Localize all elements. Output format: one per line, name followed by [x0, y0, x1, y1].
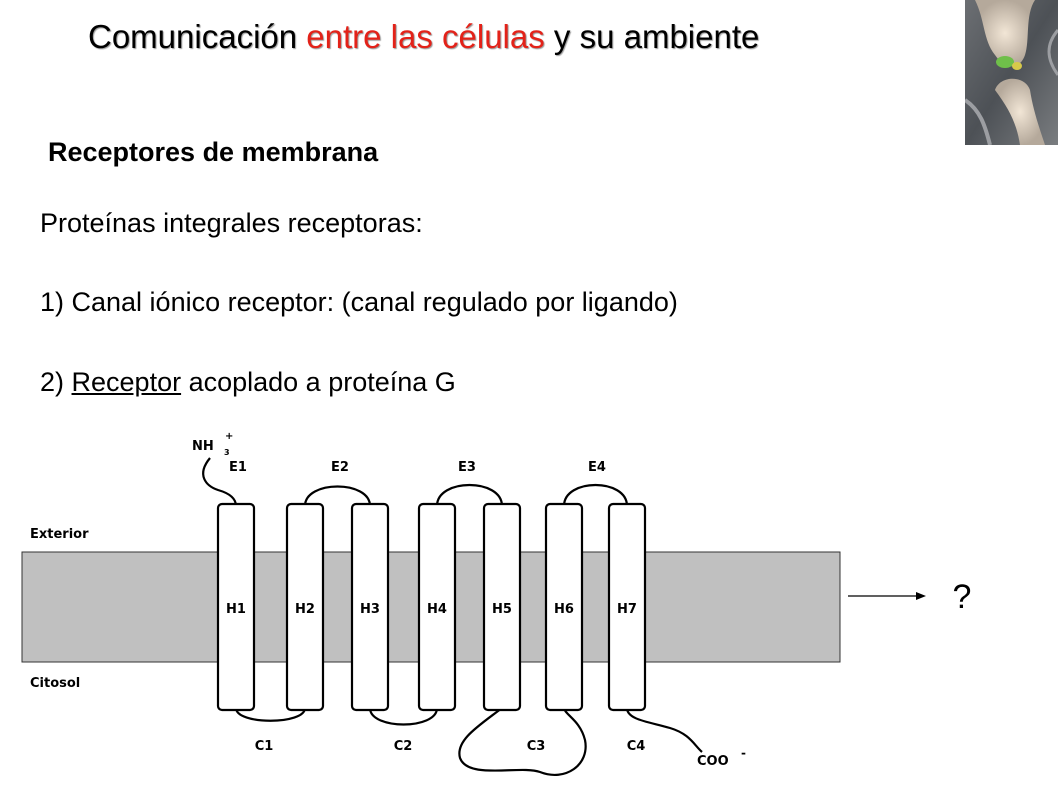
helix-h2	[285, 502, 325, 712]
n-terminal-tail	[202, 457, 238, 507]
loop-c3	[458, 707, 587, 777]
loop-c2	[368, 707, 439, 726]
helix-label: H7	[617, 602, 637, 617]
loop-e2	[303, 485, 372, 507]
n-terminus-subscript: 3	[224, 448, 230, 457]
helix-h6	[544, 502, 584, 712]
section-subtitle: Receptores de membrana	[48, 137, 379, 167]
unknown-effect-label: ?	[953, 578, 972, 616]
n-terminus-superscript: +	[225, 431, 233, 442]
item2-suffix: acoplado a proteína G	[181, 367, 456, 397]
n-terminus-text: NH	[192, 439, 214, 454]
n-terminus-label: NH 3 +	[192, 431, 233, 457]
citosol-label: Citosol	[30, 676, 80, 691]
c-terminus-superscript: -	[741, 746, 746, 760]
neuron-synapse-image	[965, 0, 1058, 145]
helix-h3	[350, 502, 390, 712]
item2-underlined-word: Receptor	[71, 367, 182, 397]
loop-label-c4: C4	[627, 739, 646, 754]
loop-e3	[435, 484, 504, 507]
helix-label: H4	[427, 602, 447, 617]
loop-label-e4: E4	[588, 460, 606, 475]
title-part-3: y su ambiente	[544, 18, 760, 55]
item2-prefix: 2)	[40, 367, 72, 397]
loop-label-c3: C3	[527, 739, 546, 754]
helix-label: H6	[554, 602, 574, 617]
item-g-protein-receptor: 2) Receptor acoplado a proteína G	[40, 367, 456, 398]
c-terminal-tail	[625, 707, 703, 753]
helix-label: H1	[226, 602, 246, 617]
loop-e4	[562, 484, 629, 507]
helix-label: H5	[492, 602, 512, 617]
helix-h5	[482, 502, 522, 712]
protein-chain	[202, 457, 703, 777]
c-terminus-label: COO -	[697, 746, 746, 769]
c-terminus-text: COO	[697, 754, 729, 769]
arrow-head	[916, 592, 926, 600]
loop-c1	[234, 707, 307, 722]
helix-label: H3	[360, 602, 380, 617]
signal-arrow	[848, 592, 926, 600]
exterior-label: Exterior	[30, 527, 89, 542]
loop-label-e3: E3	[458, 460, 476, 475]
intro-text: Proteínas integrales receptoras:	[40, 208, 423, 238]
slide-title: Comunicación entre las células y su ambi…	[88, 18, 759, 56]
gpcr-diagram: Exterior Citosol H1 H2 H3 H4 H5 H6 H7 E1…	[21, 431, 972, 777]
title-part-2-highlight: entre las células	[306, 18, 545, 55]
loop-label-c1: C1	[255, 739, 274, 754]
item-ion-channel: 1) Canal iónico receptor: (canal regulad…	[40, 287, 678, 317]
loop-label-c2: C2	[394, 739, 413, 754]
title-part-1: Comunicación	[88, 18, 307, 55]
loop-label-e1: E1	[229, 460, 247, 475]
helix-h7	[607, 502, 647, 712]
helix-label: H2	[295, 602, 315, 617]
helix-h4	[417, 502, 457, 712]
helix-h1	[216, 502, 256, 712]
loop-label-e2: E2	[331, 460, 349, 475]
